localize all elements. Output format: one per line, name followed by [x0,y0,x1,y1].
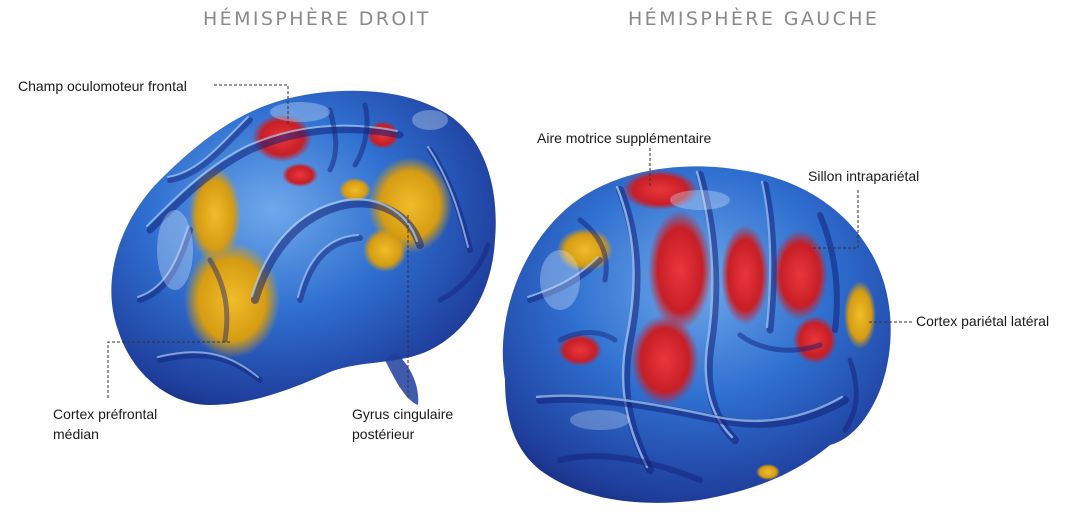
activation-yellow [844,281,876,349]
activation-red [631,315,699,405]
label-posterior-cingulate-2: postérieur [352,425,414,444]
activation-red [721,225,769,325]
activation-red [648,210,712,330]
activation-yellow [363,228,407,272]
label-supplementary-motor-area: Aire motrice supplémentaire [537,129,711,148]
activation-red [793,316,837,364]
label-lateral-parietal-cortex: Cortex pariétal latéral [916,312,1049,331]
activation-yellow [184,242,280,358]
label-frontal-eye-field: Champ oculomoteur frontal [18,77,187,96]
activation-red [282,163,318,187]
right-hemisphere-brain [111,91,495,405]
activation-red [772,230,828,320]
label-intraparietal-sulcus: Sillon intrapariétal [808,167,919,186]
left-hemisphere-brain [503,166,891,503]
label-medial-prefrontal-1: Cortex préfrontal [53,405,157,424]
label-medial-prefrontal-2: médian [53,425,99,444]
label-posterior-cingulate-1: Gyrus cingulaire [352,405,453,424]
activation-yellow [756,464,780,480]
